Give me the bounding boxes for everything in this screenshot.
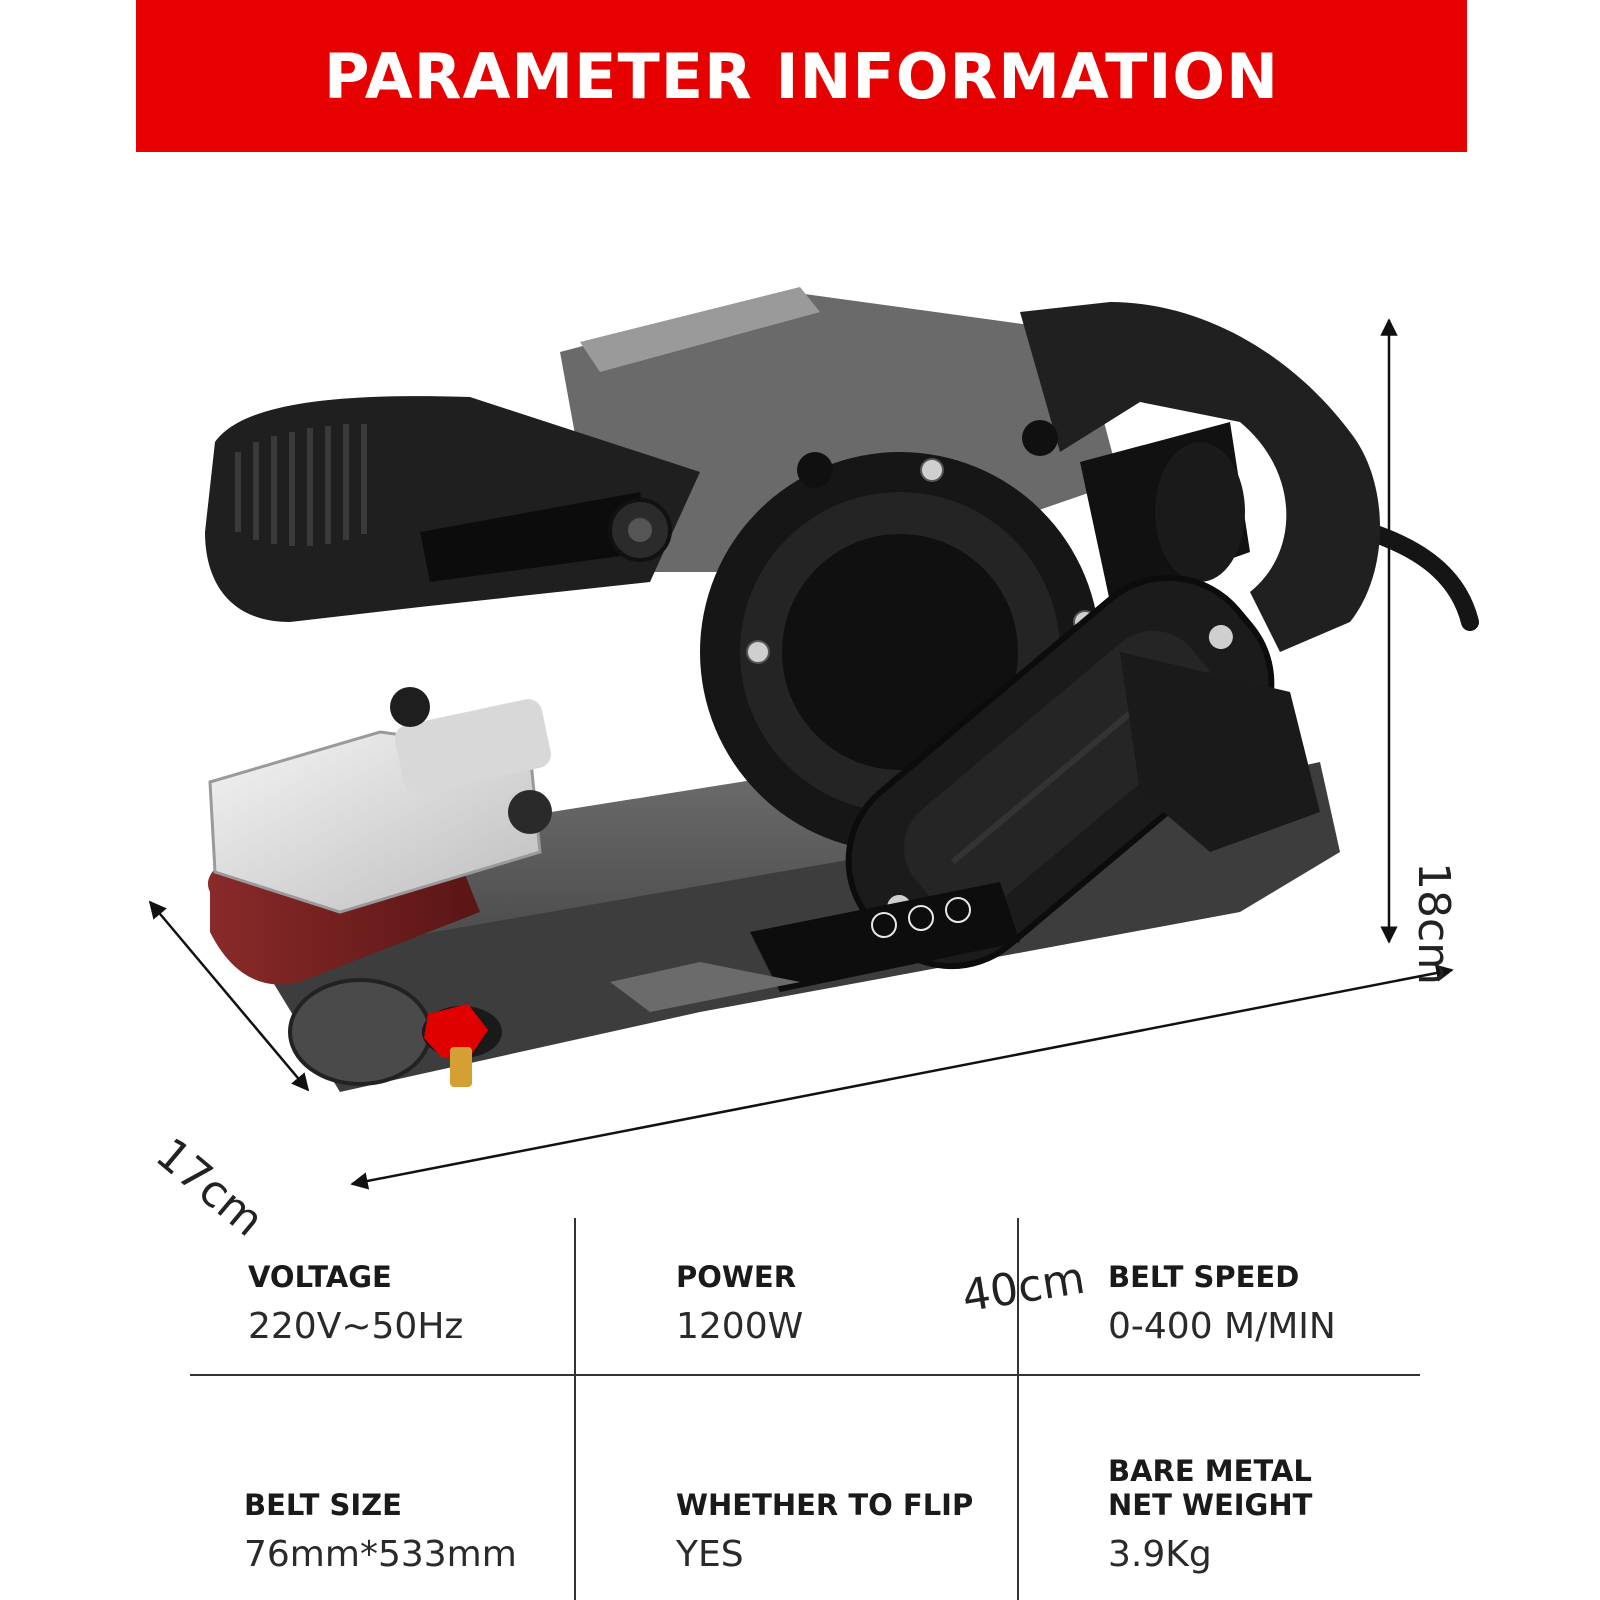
spec-value: 3.9Kg: [1108, 1534, 1212, 1575]
belt-sander-illustration: [148, 287, 1479, 1190]
spec-value: 0-400 M/MIN: [1108, 1306, 1336, 1347]
spec-label: BELT SIZE: [244, 1488, 402, 1522]
height-dimension-label: 18cm: [1408, 861, 1460, 986]
spec-value: 1200W: [676, 1306, 804, 1347]
length-dimension-line: [350, 964, 1454, 1190]
spec-power: POWER 1200W: [676, 1260, 803, 1347]
speed-knob: [422, 1004, 502, 1087]
row-divider: [190, 1374, 1420, 1376]
spec-label: VOLTAGE: [248, 1260, 392, 1294]
power-cord: [1361, 523, 1479, 631]
spec-label: POWER: [676, 1260, 797, 1294]
spec-flip: WHETHER TO FLIP YES: [676, 1488, 973, 1575]
spec-value: YES: [676, 1534, 744, 1575]
spec-value: 220V~50Hz: [248, 1306, 464, 1347]
depth-dimension-line: [148, 900, 310, 1092]
spec-table: VOLTAGE 220V~50Hz POWER 1200W BELT SPEED…: [190, 1218, 1420, 1600]
spec-label: WHETHER TO FLIP: [676, 1488, 974, 1522]
spec-voltage: VOLTAGE 220V~50Hz: [248, 1260, 463, 1347]
spec-net-weight: BARE METAL NET WEIGHT 3.9Kg: [1108, 1454, 1348, 1575]
spec-belt-size: BELT SIZE 76mm*533mm: [244, 1488, 517, 1575]
banner: PARAMETER INFORMATION: [136, 0, 1467, 152]
spec-label: BARE METAL NET WEIGHT: [1108, 1454, 1313, 1522]
page-title: PARAMETER INFORMATION: [323, 39, 1280, 113]
spec-belt-speed: BELT SPEED 0-400 M/MIN: [1108, 1260, 1336, 1347]
column-divider: [574, 1218, 576, 1600]
product-image: 18cm 17cm 40cm: [0, 152, 1600, 1322]
column-divider: [1017, 1218, 1019, 1600]
spec-label: BELT SPEED: [1108, 1260, 1300, 1294]
rear-handle: [1020, 302, 1380, 652]
spec-value: 76mm*533mm: [244, 1534, 517, 1575]
